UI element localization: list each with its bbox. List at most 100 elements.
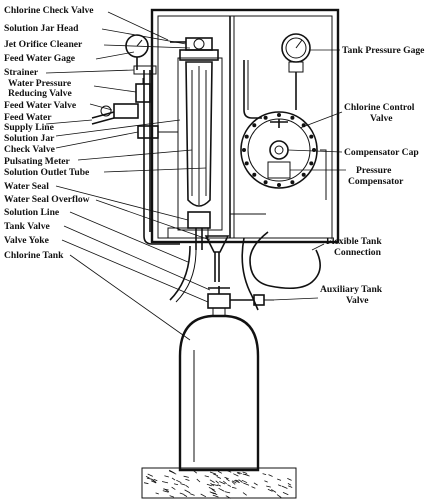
flange-bolt [244,134,249,139]
ground-hatch-stroke [204,475,210,478]
chlorine-tank [178,314,260,472]
ground-hatch-stroke [225,478,230,482]
leader-lines [45,11,346,341]
ground-hatch-stroke [251,486,256,489]
flange-bolt [290,115,295,120]
leader-valve-yoke [61,239,209,303]
ground-hatch-stroke [276,494,282,498]
flange-bolt [252,123,257,128]
ground-hatch-stroke [217,471,223,474]
solution-line [169,245,191,301]
ground-hatch-stroke [287,483,292,486]
leader-feed-water-valve [89,103,113,111]
ground-hatch-stroke [183,475,189,478]
ground-hatch-stroke [206,483,213,487]
leader-strainer [45,69,135,74]
ground-hatch-stroke [267,488,273,492]
tank-valve-assembly [207,286,274,317]
leader-feed-water-gage [95,51,135,60]
water-seal-overflow [204,235,230,282]
label-solution-outlet-tube: Solution Outlet Tube [4,167,90,178]
flange-bolt [309,134,314,139]
ground-hatch-stroke [227,470,232,473]
label-valve-yoke: Valve Yoke [4,235,50,246]
leader-solution-outlet-tube [103,167,207,173]
tank-pressure-gage-ring [285,37,307,59]
ground-hatch-stroke [189,493,195,496]
ground-hatch-stroke [169,495,175,498]
ground-hatch-stroke [231,486,237,489]
ground-hatch-stroke [271,489,277,493]
ground-hatch-stroke [184,489,191,494]
ground-hatching [143,469,293,499]
ground-hatch-stroke [217,484,222,487]
label-water-pressure-reducing-valve-1: Water Pressure [8,78,72,89]
leader-solution-jar-head [101,28,187,45]
leader-water-seal-overflow [95,199,211,241]
label-chlorine-tank: Chlorine Tank [4,250,64,261]
ground-hatch-stroke [145,476,150,479]
feed-pipe-bend [143,235,180,245]
label-chlorine-control-valve-1: Chlorine Control [344,102,415,113]
compensator-pipe [320,149,327,200]
solution-jar-backplate [177,57,223,231]
ground-hatch-stroke [224,491,231,494]
ground-hatch-stroke [242,473,248,476]
label-pulsating-meter: Pulsating Meter [4,156,71,167]
solution-jar [185,61,213,207]
ground-hatch-stroke [180,483,186,486]
ground-hatch-stroke [288,485,293,488]
label-flexible-tank-connection-1: Flexible Tank [326,236,382,247]
feed-water-valve-handle [100,105,112,117]
label-tank-pressure-gage: Tank Pressure Gage [342,45,425,56]
ground-hatch-stroke [193,470,198,474]
pressure-compensator [267,161,291,179]
ground-hatch-stroke [208,487,215,491]
ground-hatch-stroke [233,473,239,477]
label-jet-orifice-cleaner: Jet Orifice Cleaner [4,39,83,50]
chlorine-control-valve-face [247,118,311,182]
ground-hatch-stroke [236,472,241,475]
ground-hatch-stroke [185,484,190,488]
leader-supply-line [45,119,93,125]
ground-hatch-stroke [212,494,219,498]
label-strainer: Strainer [4,67,39,78]
ground-hatch-stroke [264,480,268,483]
label-solution-line: Solution Line [4,207,60,218]
flange-bolt [277,183,281,187]
ground-hatch-stroke [253,482,258,486]
check-valve [137,125,159,139]
ground-hatch-stroke [262,473,267,475]
ground-hatch-stroke [171,477,176,481]
ground-hatch-stroke [210,482,214,487]
ground-hatch-stroke [200,493,207,498]
ground-hatch-stroke [242,492,247,496]
ground-hatch-stroke [277,484,282,487]
label-auxiliary-tank-valve-1: Auxiliary Tank [320,284,383,295]
ground-block [141,467,297,499]
ground-hatch-stroke [196,478,201,483]
leader-compensator-cap [287,149,343,153]
control-valve-handle [270,119,288,128]
label-flexible-tank-connection-2: Connection [334,247,382,258]
ground-hatch-stroke [219,481,226,485]
ground-hatch-stroke [211,488,216,493]
leader-pulsating-meter [77,149,193,161]
ground-hatch-stroke [176,479,182,484]
ground-hatch-stroke [179,492,185,495]
ground-hatch-stroke [287,478,292,481]
compensator-cap [269,140,289,160]
ground-hatch-stroke [281,485,288,489]
label-pressure-compensator-1: Pressure [356,165,392,176]
ground-hatch-stroke [241,479,248,484]
ground-hatch-stroke [155,492,159,495]
tank-pressure-gage-needle [295,39,303,49]
leader-water-seal [55,185,189,221]
ground-hatch-stroke [232,480,237,484]
flange-bolt [242,148,246,152]
ground-hatch-stroke [277,478,282,481]
label-chlorine-control-valve-2: Valve [370,113,393,124]
ground-hatch-stroke [213,473,219,477]
ground-hatch-stroke [173,483,179,486]
